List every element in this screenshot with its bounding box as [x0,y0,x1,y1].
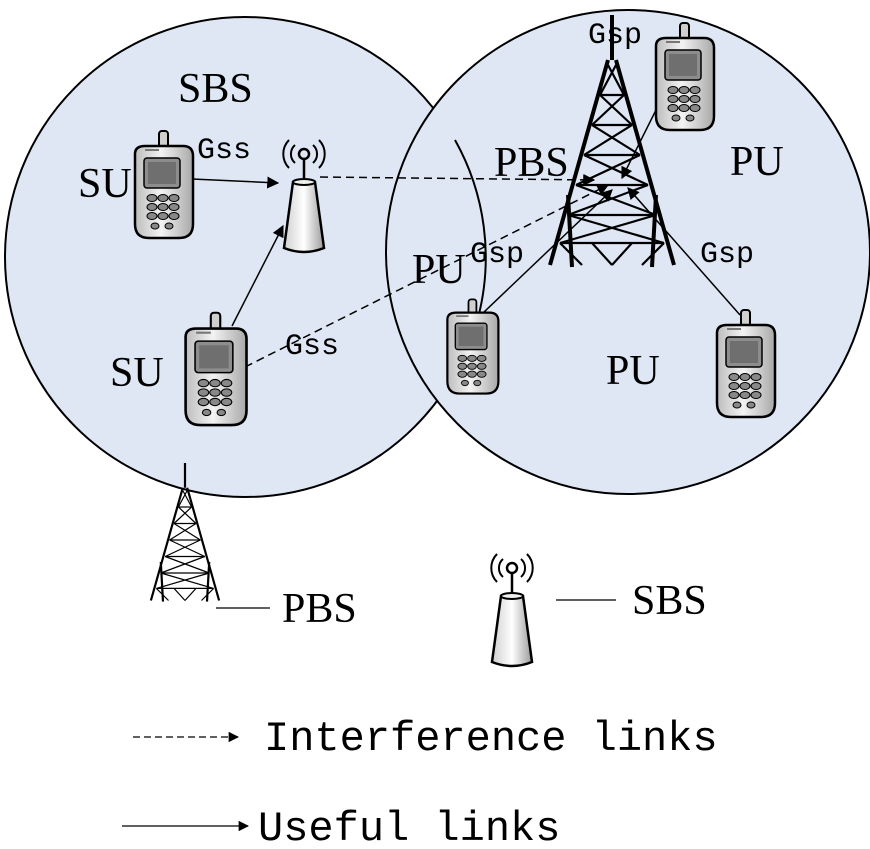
legend-useful-label: Useful links [258,805,560,849]
gss-upper-label: Gss [197,134,251,168]
links [169,77,741,368]
pbs-label: PBS [494,140,569,186]
pu-left-label: PU [412,247,466,293]
legend: PBS SBS Interference links Useful links [122,461,718,849]
interference-link-sbs-to-pbs [319,173,596,186]
pu-bottom-label: PU [606,348,660,394]
useful-link-su-to-sbs-lower [231,224,284,327]
su-upper-label: SU [78,161,132,207]
gss-lower-label: Gss [285,330,339,364]
gsp-left-label: Gsp [470,238,524,272]
sbs-label: SBS [178,66,253,112]
su-lower-label: SU [110,350,164,396]
interference-link-su-to-pbs [244,184,610,368]
useful-link-pu-right [627,187,741,316]
su-lower-phone-icon [184,311,248,427]
legend-pbs-label: PBS [282,586,357,632]
legend-sbs-label: SBS [632,578,707,624]
legend-sbs-antenna-icon [490,552,534,668]
gsp-right-label: Gsp [700,238,754,272]
pu-upper-right-label: PU [730,139,784,185]
gsp-top-label: Gsp [588,19,642,53]
su-upper-phone-icon [133,129,195,240]
legend-interference-label: Interference links [264,715,718,763]
pu-left-phone-icon [446,298,500,395]
useful-link-pu-left [461,189,613,334]
pu-top-phone-icon [654,21,716,132]
pu-right-phone-icon [715,308,777,419]
